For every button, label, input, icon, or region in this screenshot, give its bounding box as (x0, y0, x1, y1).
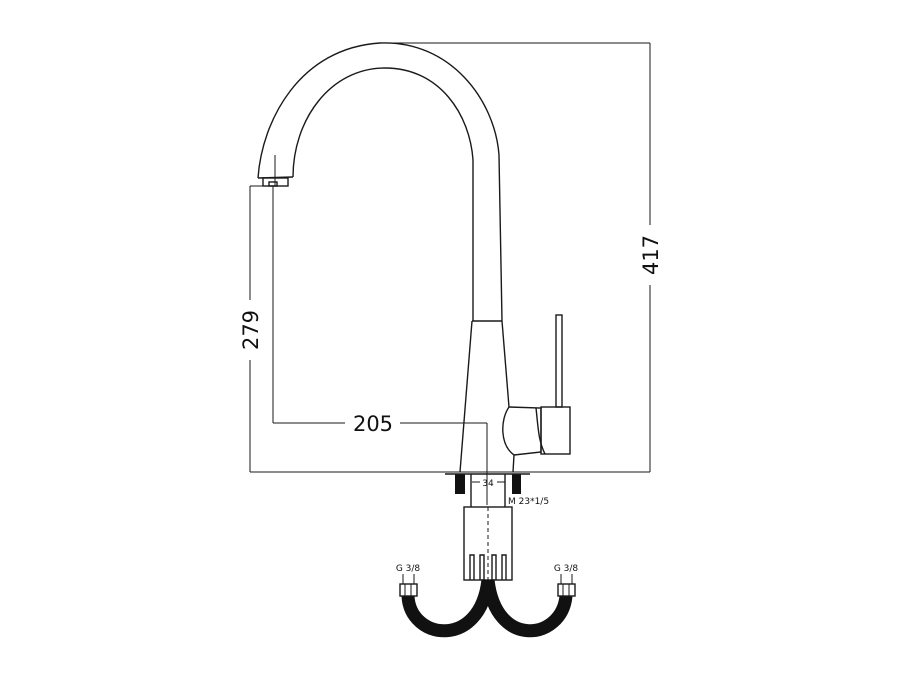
mounting-base (445, 473, 530, 581)
right-fitting-label: G 3/8 (554, 564, 579, 574)
dimension-417: 417 (639, 235, 663, 275)
lever-handle (540, 314, 571, 455)
spout (257, 42, 503, 322)
faucet-body (459, 320, 546, 473)
right-fitting (557, 583, 576, 597)
dimension-lines (249, 42, 651, 505)
hoses (399, 574, 576, 638)
left-fitting-label: G 3/8 (396, 564, 421, 574)
dimension-34: 34 (482, 479, 494, 489)
thread-label: M 23*1/5 (508, 497, 549, 507)
dimension-205: 205 (353, 412, 393, 436)
left-fitting (399, 583, 418, 597)
dimension-279: 279 (239, 310, 263, 350)
